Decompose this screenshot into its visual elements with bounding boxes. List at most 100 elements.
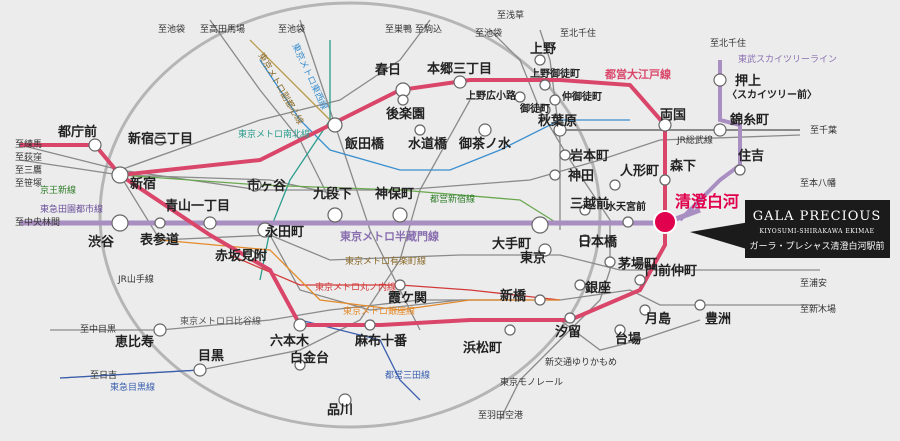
line-label-ginza: 東京メトロ銀座線 — [343, 305, 415, 317]
node-ichigaya[interactable] — [248, 178, 262, 192]
node-ueno-okachimachi[interactable] — [539, 79, 551, 91]
line-label-yamanote: JR山手線 — [117, 273, 154, 285]
label-ginza: 銀座 — [585, 280, 611, 296]
label-aoyama-itchome: 青山一丁目 — [165, 198, 230, 214]
label-ochanomizu: 御茶ノ水 — [458, 136, 512, 152]
node-ginza[interactable] — [574, 279, 586, 291]
label-odaiba: 台場 — [615, 331, 641, 347]
node-ebisu[interactable] — [153, 323, 167, 337]
label-ueno-hirokoji: 上野広小路 — [466, 89, 517, 102]
fukutoshin-line — [249, 39, 331, 121]
line-label-shinjuku: 都営新宿線 — [430, 193, 475, 205]
node-hamamatsucho[interactable] — [504, 324, 516, 336]
label-shinjuku-3chome: 新宿三丁目 — [128, 131, 193, 147]
node-kanda[interactable] — [549, 169, 561, 181]
line-thin-10 — [559, 319, 701, 351]
label-iwamotocho: 岩本町 — [569, 148, 609, 164]
dir-chuo-rinkan: 至中央林間 — [15, 216, 60, 228]
node-aoyama-itchome[interactable] — [203, 216, 217, 230]
node-ueno-hirokoji[interactable] — [514, 91, 526, 103]
node-azabu-juban[interactable] — [364, 319, 376, 331]
node-okachimachi[interactable] — [539, 104, 551, 116]
node-tsukishima[interactable] — [639, 304, 651, 316]
node-kudanshita[interactable] — [327, 207, 343, 223]
node-mitsukoshimae[interactable] — [579, 204, 591, 216]
line-thin-9 — [489, 29, 611, 421]
node-ochanomizu[interactable] — [478, 123, 492, 137]
node-morishita[interactable] — [659, 174, 671, 186]
node-meguro[interactable] — [193, 363, 207, 377]
label-mitsukoshimae: 三越前 — [570, 196, 609, 212]
node-shiodome[interactable] — [564, 312, 576, 324]
node-tokyo[interactable] — [538, 243, 552, 257]
line-label-sobu: JR総武線 — [676, 134, 713, 146]
station-labels: 都庁前 新宿 新宿三丁目 渋谷 表参道 青山一丁目 永田町 赤坂見附 市ヶ谷 飯… — [57, 42, 817, 418]
label-akihabara: 秋葉原 — [538, 113, 577, 129]
line-label-oedo: 都営大江戸線 — [604, 67, 671, 81]
label-morishita: 森下 — [670, 158, 696, 174]
node-tochomae[interactable] — [88, 138, 102, 152]
node-toyosu[interactable] — [694, 299, 706, 311]
label-iidabashi: 飯田橋 — [344, 136, 385, 152]
oedo-line-path — [20, 78, 667, 327]
line-label-skytree: 東武スカイツリーライン — [738, 53, 837, 65]
node-suitengumae[interactable] — [622, 216, 634, 228]
node-kayabacho[interactable] — [604, 256, 616, 268]
node-naka-okachimachi[interactable] — [549, 94, 561, 106]
dir-ogikubo: 至荻窪 — [15, 151, 42, 163]
node-ryogoku[interactable] — [658, 118, 672, 132]
node-akasaka-mitsuke[interactable] — [244, 249, 256, 261]
line-label-namboku: 東京メトロ南北線 — [238, 128, 310, 140]
label-sumiyoshi: 住吉 — [738, 148, 764, 164]
node-omotesando[interactable] — [154, 217, 166, 229]
label-kasuga: 春日 — [374, 62, 401, 78]
label-kiyosumi-shirakawa: 清澄白河 — [675, 192, 739, 211]
label-ueno-okachimachi: 上野御徒町 — [530, 67, 580, 80]
node-korakuen[interactable] — [397, 94, 409, 106]
label-shirokanedai: 白金台 — [290, 350, 329, 366]
node-ningyocho[interactable] — [609, 179, 621, 191]
label-shimbashi: 新橋 — [500, 288, 527, 304]
node-ueno[interactable] — [534, 54, 546, 66]
node-kiyosumi-shirakawa[interactable] — [653, 210, 677, 234]
label-suidobashi: 水道橋 — [408, 136, 448, 152]
label-tokyo: 東京 — [520, 250, 546, 266]
gala-subtitle: KIYOSUMI-SHIRAKAWA EKIMAE — [759, 228, 874, 235]
label-azabu-juban: 麻布十番 — [354, 333, 408, 349]
label-meguro: 目黒 — [198, 348, 224, 364]
dir-haneda: 至羽田空港 — [478, 409, 523, 421]
node-jimbocho[interactable] — [392, 207, 408, 223]
node-akihabara[interactable] — [553, 123, 567, 137]
yamanote-circle — [98, 1, 602, 429]
node-shibuya[interactable] — [111, 214, 129, 232]
node-suidobashi[interactable] — [414, 124, 426, 136]
node-shinagawa[interactable] — [338, 393, 352, 407]
line-thin-8 — [539, 29, 561, 230]
label-kudanshita: 九段下 — [312, 186, 352, 202]
node-iidabashi[interactable] — [327, 117, 343, 133]
node-sumiyoshi[interactable] — [734, 164, 746, 176]
node-iwamotocho[interactable] — [559, 149, 571, 161]
node-monzen-nakacho[interactable] — [634, 274, 646, 286]
node-oshiage[interactable] — [713, 73, 727, 87]
dir-takadanobaba: 至高田馬場 — [200, 23, 245, 35]
line-thin-1 — [119, 19, 431, 171]
node-nihombashi[interactable] — [579, 234, 591, 246]
label-shinjuku: 新宿 — [130, 176, 156, 192]
node-shimbashi[interactable] — [534, 294, 546, 306]
node-shinjuku[interactable] — [111, 166, 129, 184]
node-kinshicho[interactable] — [713, 123, 727, 137]
node-odaiba[interactable] — [614, 324, 626, 336]
label-tsukishima: 月島 — [644, 311, 671, 327]
line-label-yurikamome: 新交通ゆりかもめ — [545, 356, 617, 368]
dir-nerima: 至練馬 — [15, 138, 42, 150]
node-shirokanedai[interactable] — [294, 359, 306, 371]
node-roppongi[interactable] — [293, 318, 307, 332]
node-nagatacho[interactable] — [257, 222, 273, 238]
dir-ikebukuro-2: 至池袋 — [278, 23, 305, 35]
node-kasumigaseki[interactable] — [394, 279, 406, 291]
node-otemachi[interactable] — [531, 216, 549, 234]
node-hongo-3chome[interactable] — [453, 75, 467, 89]
node-shinjuku-3chome[interactable] — [154, 134, 166, 146]
